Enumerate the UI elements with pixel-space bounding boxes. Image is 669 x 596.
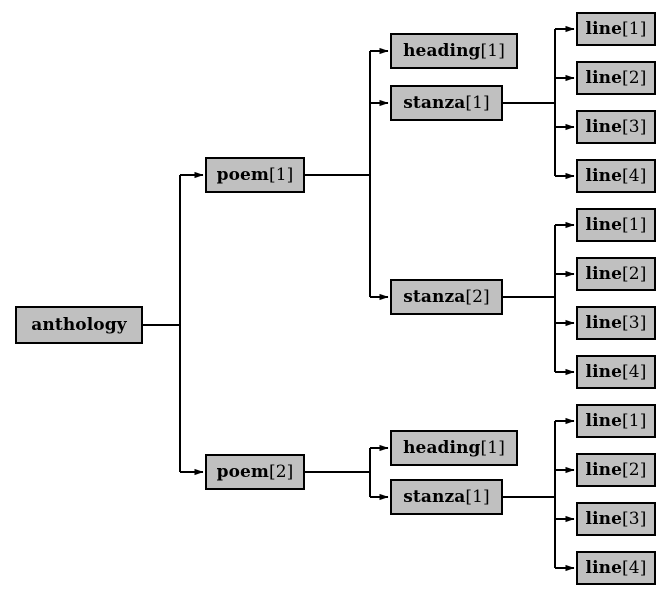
node-label-name: line <box>585 459 623 480</box>
node-p1-stanza2[interactable]: stanza[2] <box>390 279 503 315</box>
node-label-index: [2] <box>269 461 294 482</box>
node-label-index: [3] <box>622 312 647 333</box>
node-label-name: line <box>585 214 623 235</box>
node-label-name: poem <box>216 164 270 185</box>
node-s21-line3[interactable]: line[3] <box>576 502 656 536</box>
node-label-name: line <box>585 263 623 284</box>
node-label-index: [2] <box>622 67 647 88</box>
node-label-index: [3] <box>622 116 647 137</box>
node-p1-stanza1[interactable]: stanza[1] <box>390 85 503 121</box>
node-s11-line4[interactable]: line[4] <box>576 159 656 193</box>
node-label-name: line <box>585 67 623 88</box>
node-label-index: [2] <box>465 286 490 307</box>
node-label-name: line <box>585 165 623 186</box>
node-poem1[interactable]: poem[1] <box>205 157 305 193</box>
node-s12-line2[interactable]: line[2] <box>576 257 656 291</box>
edges-group <box>143 25 575 572</box>
node-s11-line2[interactable]: line[2] <box>576 61 656 95</box>
node-label-name: stanza <box>403 486 466 507</box>
node-label-index: [2] <box>622 459 647 480</box>
node-label-name: anthology <box>31 314 127 335</box>
node-anthology[interactable]: anthology <box>15 306 143 344</box>
node-label-index: [1] <box>465 486 490 507</box>
node-s12-line1[interactable]: line[1] <box>576 208 656 242</box>
node-label-index: [4] <box>622 361 647 382</box>
node-label-name: line <box>585 361 623 382</box>
node-s21-line1[interactable]: line[1] <box>576 404 656 438</box>
node-label-name: line <box>585 557 623 578</box>
node-label-index: [1] <box>622 214 647 235</box>
node-label-name: heading <box>403 437 481 458</box>
node-label-name: line <box>585 410 623 431</box>
node-s12-line4[interactable]: line[4] <box>576 355 656 389</box>
node-label-name: poem <box>216 461 270 482</box>
node-p1-heading1[interactable]: heading[1] <box>390 33 518 69</box>
node-label-index: [1] <box>480 40 505 61</box>
node-label-index: [4] <box>622 557 647 578</box>
node-label-index: [1] <box>269 164 294 185</box>
node-s21-line2[interactable]: line[2] <box>576 453 656 487</box>
node-label-index: [1] <box>622 410 647 431</box>
node-p2-heading1[interactable]: heading[1] <box>390 430 518 466</box>
node-label-index: [4] <box>622 165 647 186</box>
node-label-index: [3] <box>622 508 647 529</box>
node-label-index: [1] <box>480 437 505 458</box>
node-label-name: line <box>585 116 623 137</box>
node-label-name: line <box>585 312 623 333</box>
node-p2-stanza1[interactable]: stanza[1] <box>390 479 503 515</box>
node-label-index: [1] <box>622 18 647 39</box>
node-s11-line3[interactable]: line[3] <box>576 110 656 144</box>
node-label-index: [1] <box>465 92 490 113</box>
node-s21-line4[interactable]: line[4] <box>576 551 656 585</box>
node-label-index: [2] <box>622 263 647 284</box>
node-label-name: line <box>585 508 623 529</box>
node-poem2[interactable]: poem[2] <box>205 454 305 490</box>
node-label-name: line <box>585 18 623 39</box>
node-s11-line1[interactable]: line[1] <box>576 12 656 46</box>
node-label-name: stanza <box>403 92 466 113</box>
node-label-name: heading <box>403 40 481 61</box>
node-s12-line3[interactable]: line[3] <box>576 306 656 340</box>
node-label-name: stanza <box>403 286 466 307</box>
